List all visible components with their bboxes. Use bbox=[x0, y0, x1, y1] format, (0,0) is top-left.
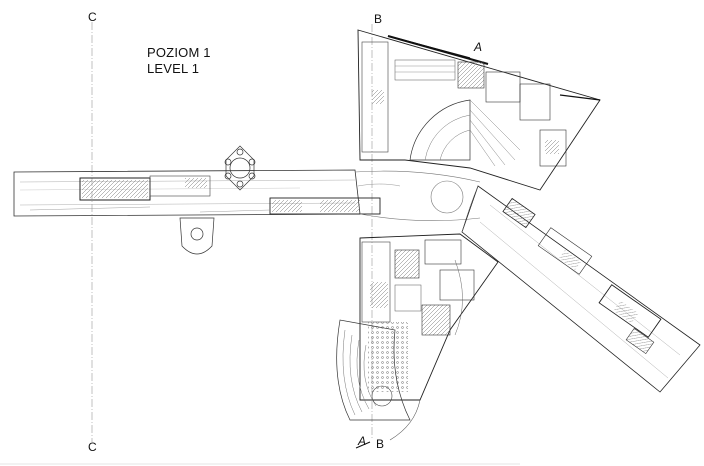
section-line-a bbox=[387, 35, 471, 59]
southeast-wing bbox=[461, 185, 701, 393]
star-pavilion bbox=[224, 145, 256, 191]
west-wing bbox=[13, 169, 381, 217]
south-pavilion bbox=[179, 217, 215, 255]
section-a-bottom-tick bbox=[355, 441, 371, 449]
section-marker-c-top: C bbox=[88, 10, 97, 24]
level-title-polish: POZIOM 1 bbox=[147, 45, 211, 60]
level-title-english: LEVEL 1 bbox=[147, 61, 200, 76]
section-marker-a-top: A bbox=[474, 40, 483, 54]
section-marker-b-top: B bbox=[374, 12, 383, 26]
south-building bbox=[336, 233, 499, 441]
section-marker-b-bottom: B bbox=[376, 437, 385, 451]
section-marker-c-bottom: C bbox=[88, 440, 97, 454]
section-marker-a-bottom: A bbox=[358, 434, 367, 448]
north-building bbox=[357, 29, 601, 191]
central-plaza bbox=[354, 170, 481, 222]
